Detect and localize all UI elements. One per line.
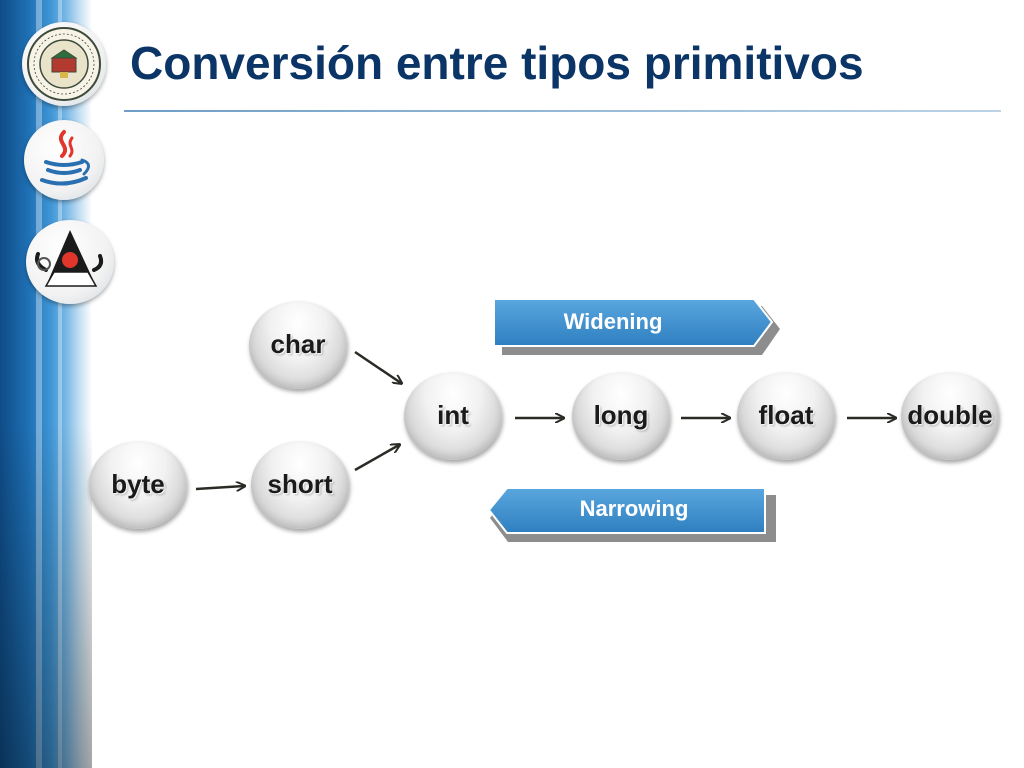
- node-short: short: [251, 441, 349, 529]
- node-char: char: [249, 301, 347, 389]
- java-duke-mascot-icon: [26, 220, 114, 304]
- node-byte-label: byte: [111, 469, 165, 499]
- node-long: long: [572, 372, 670, 460]
- node-long-label: long: [593, 400, 649, 430]
- arrow-char-int: [354, 350, 401, 383]
- page-title: Conversión entre tipos primitivos: [130, 37, 864, 89]
- node-double-label: double: [907, 400, 993, 430]
- node-int-label: int: [437, 400, 469, 430]
- university-seal-icon: [22, 22, 106, 106]
- node-byte: byte: [89, 441, 187, 529]
- java-logo-icon: [24, 120, 104, 200]
- narrowing-banner: [487, 487, 776, 542]
- node-short-label: short: [267, 469, 333, 499]
- widening-label: Widening: [563, 309, 663, 334]
- node-float: float: [737, 372, 835, 460]
- arrow-byte-short: [195, 486, 244, 489]
- node-char-label: char: [270, 329, 326, 359]
- widening-banner: [493, 298, 780, 355]
- node-double: double: [901, 372, 999, 460]
- node-int: int: [404, 372, 502, 460]
- narrowing-label: Narrowing: [579, 496, 689, 521]
- arrow-short-int: [354, 445, 399, 472]
- title-divider: [124, 110, 1001, 112]
- node-float-label: float: [758, 400, 814, 430]
